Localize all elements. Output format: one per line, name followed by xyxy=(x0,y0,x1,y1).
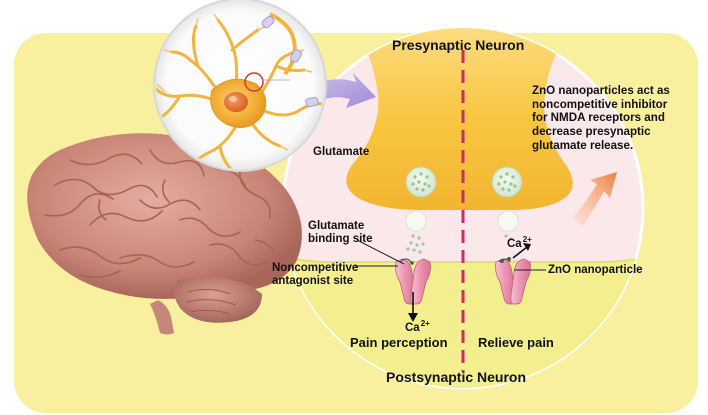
calcium-charge-left: 2+ xyxy=(420,319,430,328)
note-line-2: noncompetitive inhibitor xyxy=(532,97,668,111)
mechanism-note: ZnO nanoparticles act as noncompetitive … xyxy=(532,84,708,152)
postsynaptic-label: Postsynaptic Neuron xyxy=(386,369,527,385)
calcium-flow-arrowhead xyxy=(408,313,418,322)
nmda-receptor-left xyxy=(395,258,431,305)
zno-block-arrow xyxy=(512,246,528,259)
inhibition-arrow xyxy=(573,172,617,226)
note-line-1: ZnO nanoparticles act as xyxy=(532,84,670,97)
released-glutamate-left xyxy=(405,210,427,254)
relieve-pain-label: Relieve pain xyxy=(478,335,554,350)
binding-site-line2: binding site xyxy=(308,232,373,245)
antagonist-site-line2: antagonist site xyxy=(272,274,354,287)
neuron-illustration xyxy=(156,12,324,169)
calcium-symbol-left: Ca xyxy=(405,322,420,334)
zno-block-arrowhead xyxy=(523,243,531,251)
binding-site-label: Glutamate binding site xyxy=(308,220,373,246)
calcium-ion-label-left: Ca2+ xyxy=(405,319,430,335)
presynaptic-label: Presynaptic Neuron xyxy=(392,37,525,53)
calcium-symbol-right: Ca xyxy=(507,238,522,250)
binding-site-line1: Glutamate xyxy=(308,220,365,232)
vesicle-right xyxy=(491,166,523,198)
antagonist-site-line1: Noncompetitive xyxy=(272,262,359,274)
released-glutamate-right xyxy=(497,210,519,241)
antagonist-site-label: Noncompetitive antagonist site xyxy=(272,262,358,288)
calcium-ion-label-right: Ca2+ xyxy=(507,235,532,251)
binding-site-leader xyxy=(356,239,405,265)
vesicle-left xyxy=(405,166,437,198)
note-line-5: glutamate release. xyxy=(532,138,634,152)
zno-nanoparticle-label: ZnO nanoparticle xyxy=(548,264,643,276)
note-line-3: for NMDA receptors and xyxy=(532,111,665,125)
pain-perception-label: Pain perception xyxy=(350,335,448,350)
brain-illustration xyxy=(27,133,302,335)
calcium-charge-right: 2+ xyxy=(522,235,532,244)
glutamate-label: Glutamate xyxy=(313,146,370,158)
note-line-4: decrease presynaptic xyxy=(532,125,651,139)
